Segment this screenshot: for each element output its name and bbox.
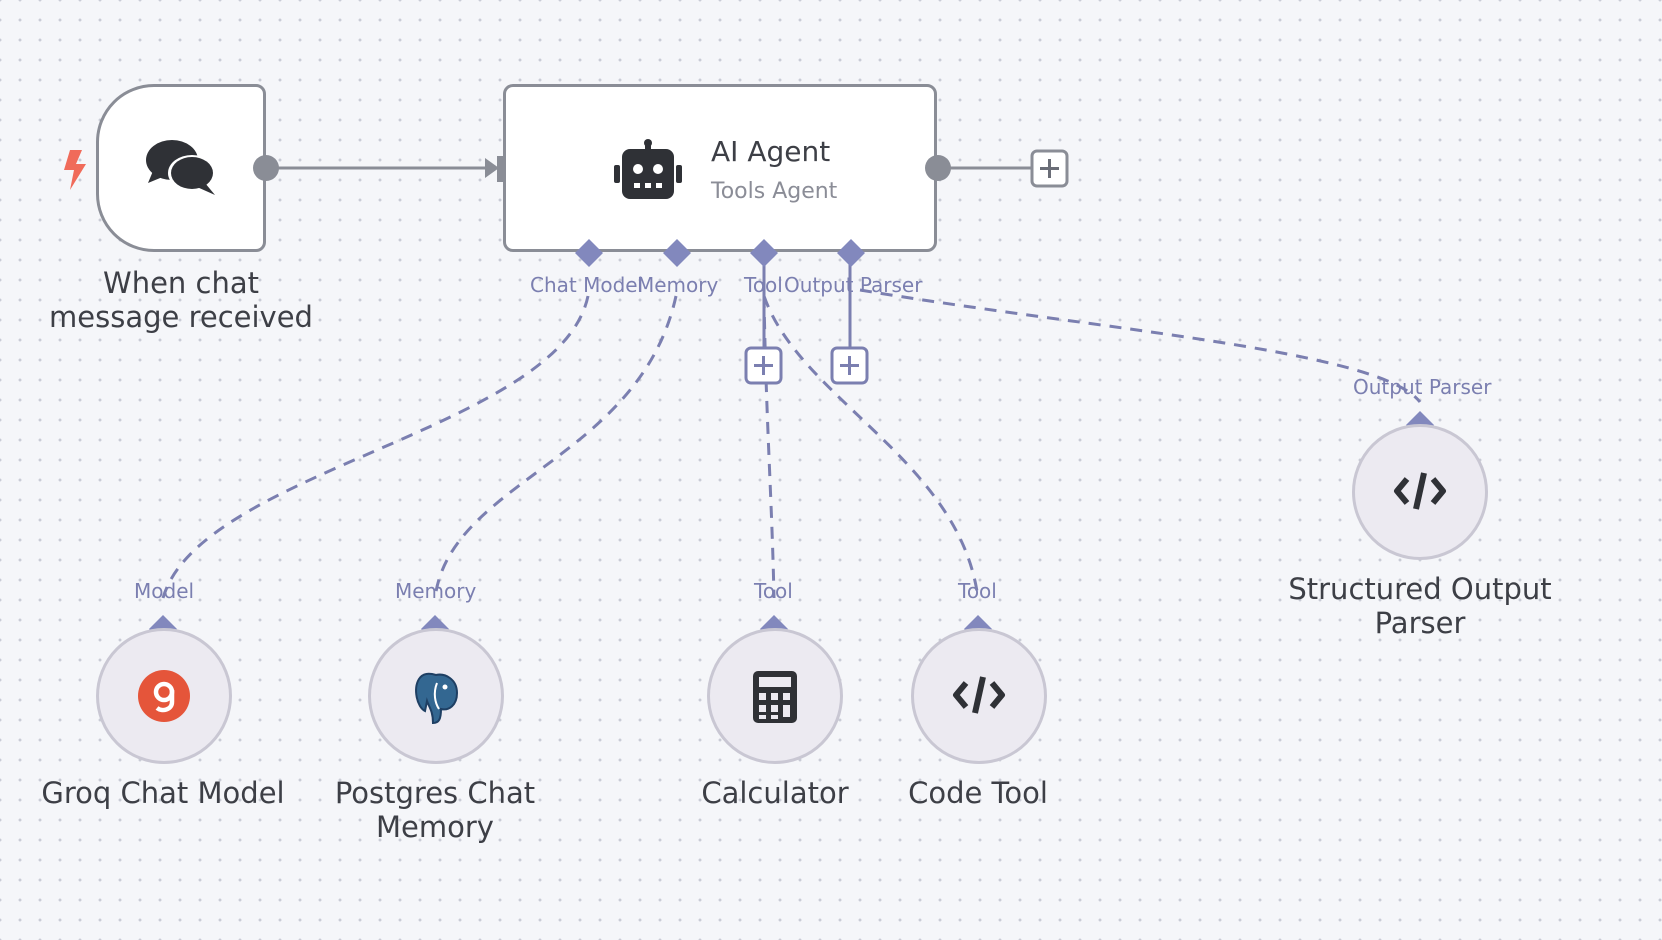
structured-output-parser-node[interactable]: [1352, 424, 1488, 560]
agent-title: AI Agent: [711, 135, 831, 168]
postgres-chat-memory-node[interactable]: [368, 628, 504, 764]
connection-chat-model[interactable]: [161, 295, 590, 599]
trigger-node-title: When chat message received: [49, 266, 313, 334]
port-output-parser-diamond[interactable]: [836, 238, 866, 268]
groq-node-title: Groq Chat Model: [41, 776, 285, 810]
port-label-chat-model: Chat Model: [530, 273, 644, 297]
calculator-icon: [753, 671, 797, 723]
postgres-port-label: Memory: [395, 579, 477, 603]
code-tool-node-title: Code Tool: [908, 776, 1048, 810]
arrow-head-icon: [485, 158, 499, 178]
lightning-bolt-icon: [64, 150, 86, 190]
postgres-elephant-icon: [415, 672, 459, 725]
calculator-node[interactable]: [707, 628, 843, 764]
code-icon: [1394, 472, 1446, 510]
parser-node-title: Structured Output Parser: [1288, 572, 1552, 640]
port-memory-diamond[interactable]: [662, 238, 692, 268]
calculator-node-title: Calculator: [701, 776, 849, 810]
agent-subtitle: Tools Agent: [711, 179, 838, 204]
port-label-tool: Tool: [744, 273, 783, 297]
ai-agent-node[interactable]: AI Agent Tools Agent: [503, 84, 937, 252]
groq-port-label: Model: [134, 579, 195, 603]
port-tool-diamond[interactable]: [749, 238, 779, 268]
trigger-output-port[interactable]: [252, 154, 280, 182]
connection-memory[interactable]: [433, 295, 678, 599]
robot-icon: [614, 139, 682, 199]
chat-bubbles-icon: [146, 140, 216, 195]
port-label-memory: Memory: [637, 273, 719, 297]
add-output-parser-button[interactable]: [830, 346, 869, 385]
parser-port-label: Output Parser: [1353, 375, 1492, 399]
postgres-node-title: Postgres Chat Memory: [334, 776, 536, 844]
code-tool-node[interactable]: [911, 628, 1047, 764]
port-label-output-parser: Output Parser: [784, 273, 923, 297]
chat-trigger-node[interactable]: [96, 84, 266, 252]
agent-output-port[interactable]: [924, 154, 952, 182]
add-next-node-button[interactable]: [1030, 149, 1069, 188]
code-tool-port-label: Tool: [958, 579, 997, 603]
port-chat-model-diamond[interactable]: [574, 238, 604, 268]
groq-chat-model-node[interactable]: [96, 628, 232, 764]
code-icon: [953, 676, 1005, 714]
connection-tool-code[interactable]: [762, 295, 980, 599]
calculator-port-label: Tool: [754, 579, 793, 603]
groq-logo-icon: [138, 670, 190, 722]
connection-output-parser[interactable]: [859, 288, 1422, 403]
add-tool-button[interactable]: [744, 346, 783, 385]
